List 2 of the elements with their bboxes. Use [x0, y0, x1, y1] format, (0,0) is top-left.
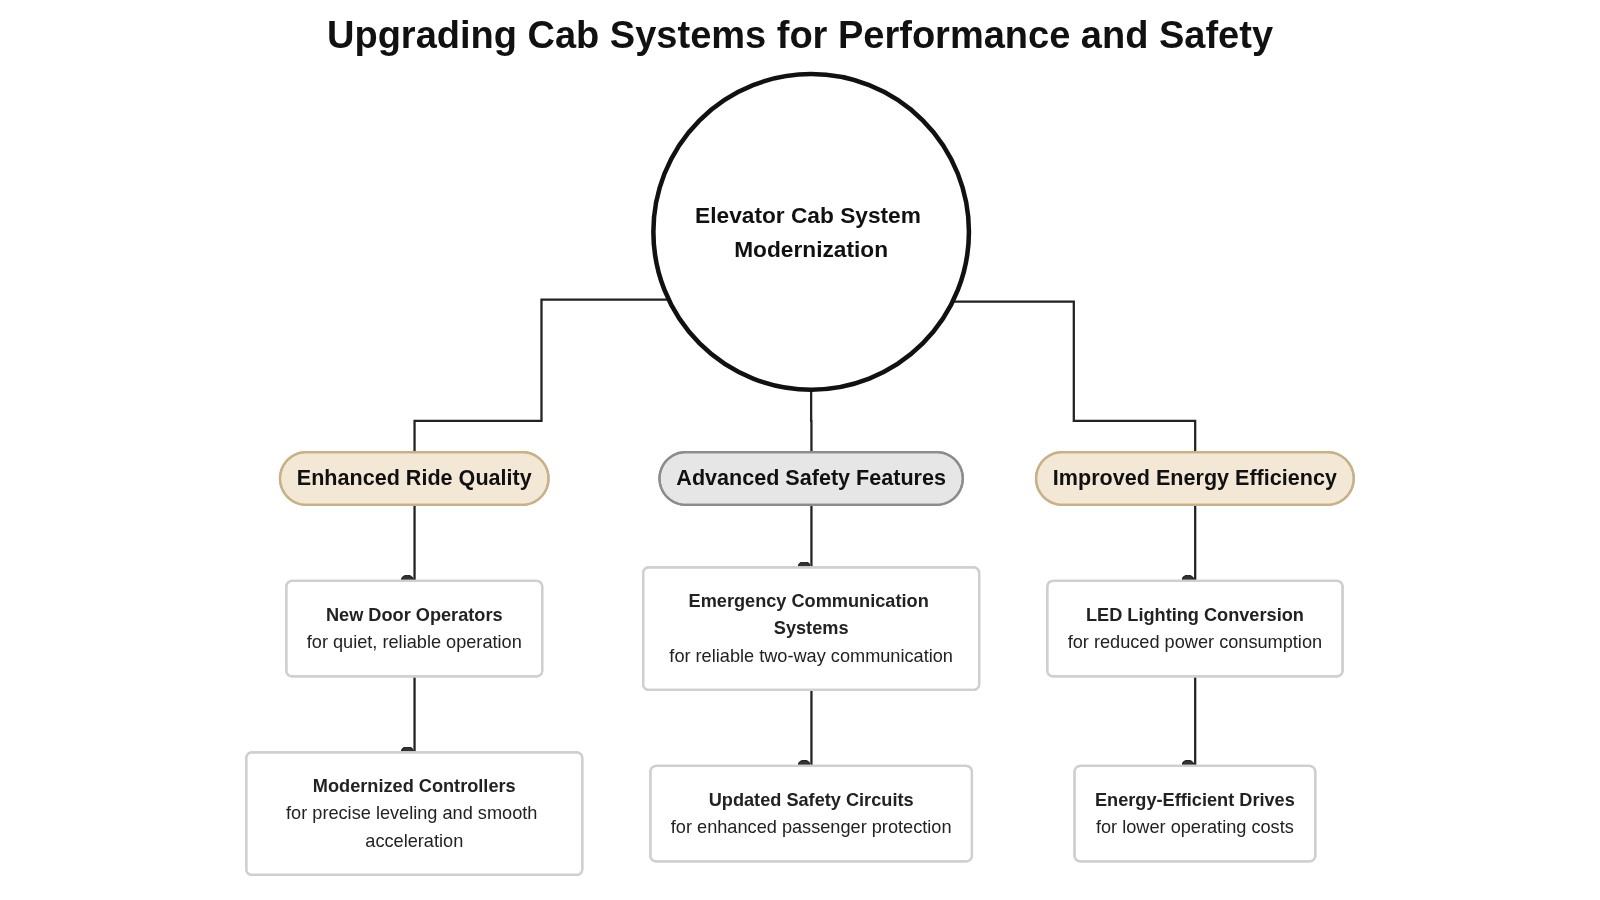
diagram-title: Upgrading Cab Systems for Performance and Safety: [327, 14, 1273, 57]
node-circle: Elevator Cab System Modernization: [651, 71, 972, 392]
